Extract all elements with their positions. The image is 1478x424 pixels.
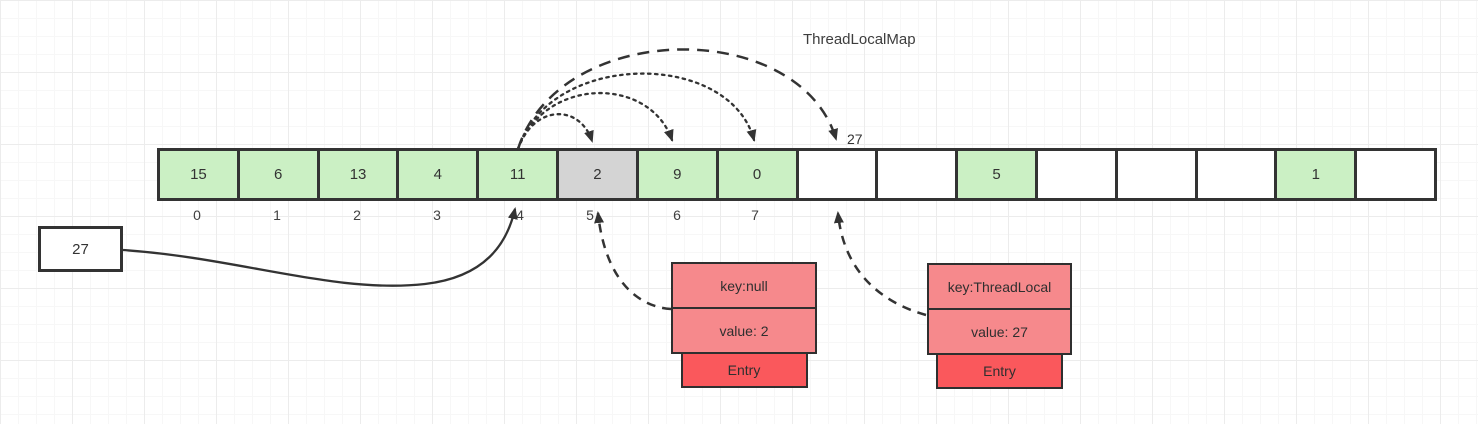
probe-arc-to-slot8-icon xyxy=(516,48,838,150)
array-cell-6: 9 xyxy=(638,151,719,198)
index-label-0: 0 xyxy=(193,207,201,223)
entry-stale-value: value: 2 xyxy=(673,307,815,352)
entry-stale-kv-box: key:null value: 2 xyxy=(671,262,817,354)
array-cell-1: 6 xyxy=(239,151,320,198)
array-cell-14: 1 xyxy=(1277,151,1358,198)
array-cell-5: 2 xyxy=(559,151,639,198)
array-cell-0: 15 xyxy=(160,151,240,198)
probe-arc-to-slot6-icon xyxy=(516,91,674,151)
probe-arc-to-slot7-icon xyxy=(516,72,757,151)
array-cell-7: 0 xyxy=(718,151,799,198)
array-cell-9 xyxy=(878,151,959,198)
entry-new: key:ThreadLocal value: 27 Entry xyxy=(927,263,1072,389)
entry-new-value: value: 27 xyxy=(929,308,1070,353)
array-cell-8 xyxy=(798,151,879,198)
entry-stale: key:null value: 2 Entry xyxy=(671,262,817,388)
array-cell-12 xyxy=(1117,151,1198,198)
entry-stale-key: key:null xyxy=(720,277,768,294)
index-label-2: 2 xyxy=(353,207,361,223)
incoming-value-box: 27 xyxy=(38,226,123,272)
probe-result-label: 27 xyxy=(847,131,863,147)
array-cell-10: 5 xyxy=(958,151,1038,198)
array-cell-4: 11 xyxy=(479,151,560,198)
hash-table-array: 15 6 13 4 11 2 9 0 5 1 xyxy=(157,148,1437,201)
index-label-5: 5 xyxy=(586,207,594,223)
array-cell-11 xyxy=(1037,151,1118,198)
diagram-title: ThreadLocalMap xyxy=(803,31,916,48)
array-cell-13 xyxy=(1197,151,1278,198)
index-label-3: 3 xyxy=(433,207,441,223)
probe-arc-to-slot5-icon xyxy=(516,113,594,151)
entry-new-tab: Entry xyxy=(936,355,1063,389)
entry-new-key: key:ThreadLocal xyxy=(947,278,1052,295)
index-label-1: 1 xyxy=(273,207,281,223)
entry-stale-tab: Entry xyxy=(680,354,808,388)
array-cell-2: 13 xyxy=(319,151,400,198)
index-label-7: 7 xyxy=(751,207,759,223)
index-label-4: 4 xyxy=(516,207,524,223)
entry-new-kv-box: key:ThreadLocal value: 27 xyxy=(927,263,1072,355)
index-label-6: 6 xyxy=(673,207,681,223)
array-cell-15 xyxy=(1357,151,1434,198)
array-cell-3: 4 xyxy=(399,151,480,198)
entry-new-to-slot8-icon xyxy=(833,211,927,317)
entry-stale-to-slot5-icon xyxy=(594,211,672,311)
